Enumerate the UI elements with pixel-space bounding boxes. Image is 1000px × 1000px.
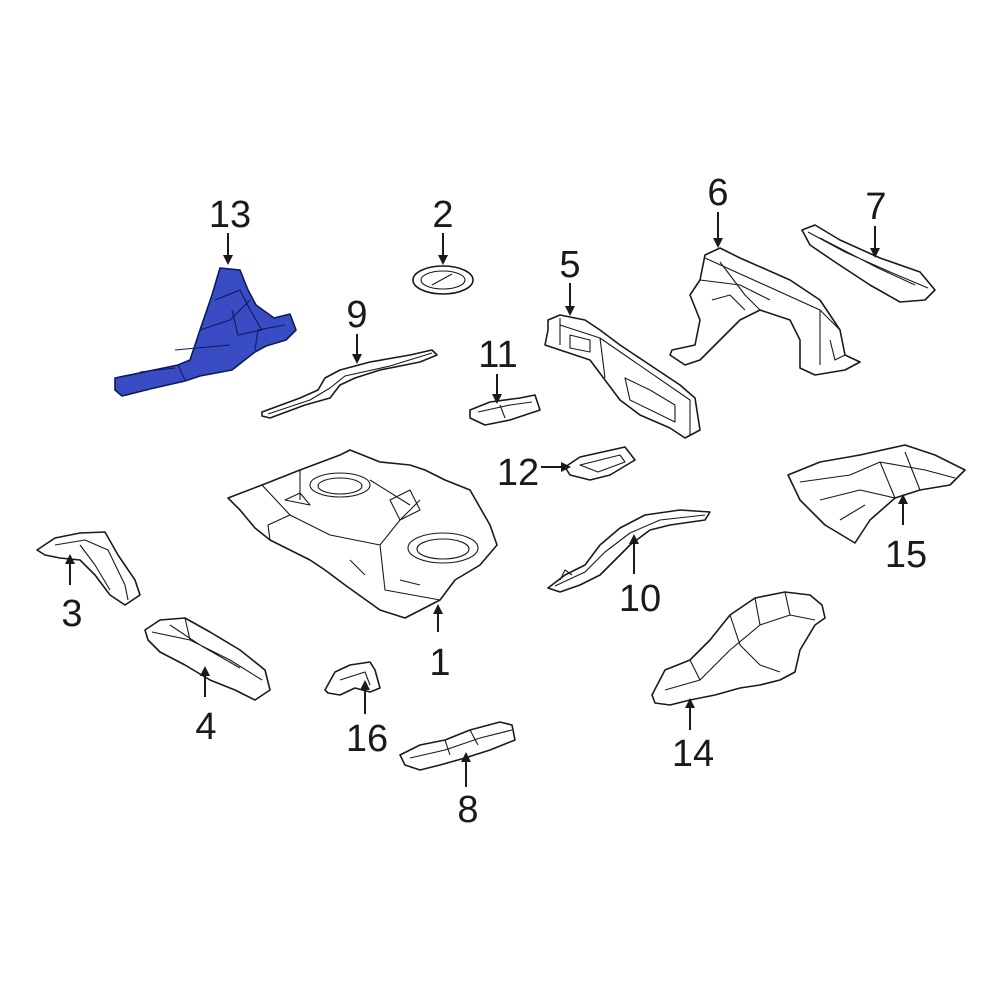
part-6 <box>669 247 861 376</box>
part-10 <box>547 509 711 593</box>
callout-2: 2 <box>432 194 453 236</box>
callout-16: 16 <box>346 718 388 760</box>
leader-arrows <box>65 212 908 787</box>
callout-5: 5 <box>559 244 580 286</box>
callout-6: 6 <box>707 172 728 214</box>
part-11 <box>469 394 541 426</box>
part-4 <box>144 617 271 701</box>
callout-7: 7 <box>865 186 886 228</box>
part-1 <box>227 449 498 619</box>
part-15 <box>787 444 966 544</box>
callout-10: 10 <box>619 578 661 620</box>
callout-8: 8 <box>457 789 478 831</box>
part-12 <box>564 446 636 481</box>
part-8 <box>399 721 516 771</box>
part-16 <box>324 661 381 696</box>
part-5 <box>544 314 701 439</box>
part-13-highlighted <box>114 267 297 397</box>
callout-3: 3 <box>61 593 82 635</box>
callout-1: 1 <box>429 642 450 684</box>
callout-13: 13 <box>209 194 251 236</box>
callout-11: 11 <box>478 334 517 376</box>
callout-12: 12 <box>497 452 539 494</box>
callout-15: 15 <box>885 534 927 576</box>
callout-9: 9 <box>346 294 367 336</box>
part-3 <box>36 531 141 606</box>
part-14 <box>651 591 826 706</box>
part-2 <box>412 265 474 295</box>
callout-4: 4 <box>195 706 216 748</box>
part-7 <box>801 224 936 303</box>
callout-14: 14 <box>672 733 714 775</box>
part-9 <box>261 349 438 419</box>
callout-labels: 13 2 9 5 11 6 7 12 1 3 4 16 8 10 14 15 <box>61 172 927 831</box>
